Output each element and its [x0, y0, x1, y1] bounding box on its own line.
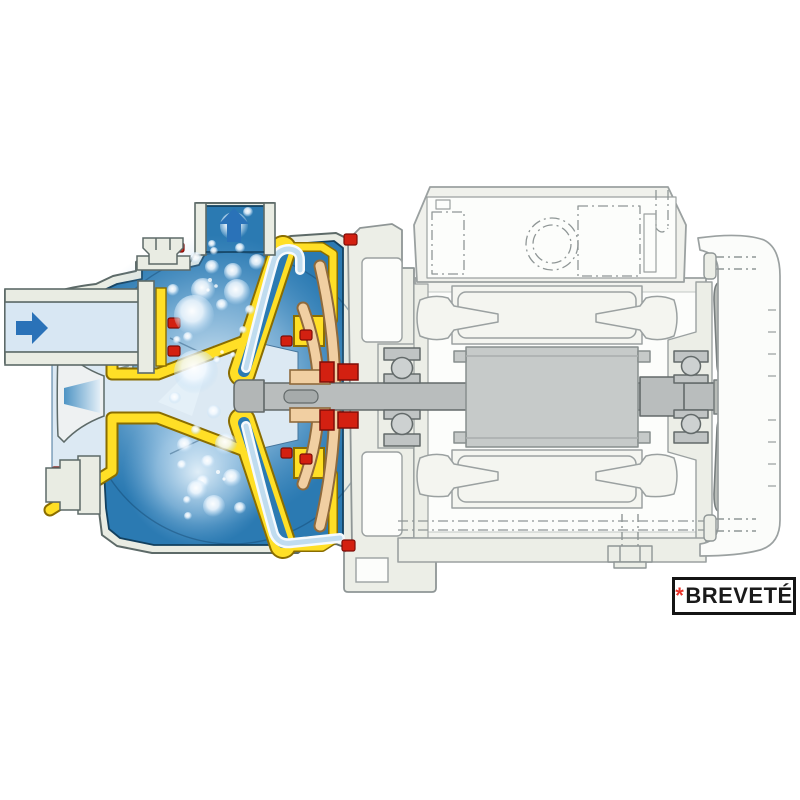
- terminal-box-hidden-parts: [431, 190, 669, 277]
- stator-end-winding-top-right: [595, 295, 678, 341]
- bearing-right: [673, 350, 709, 444]
- shaft-keyway: [283, 389, 319, 404]
- inlet-flange: [137, 280, 155, 374]
- base-bolt: [607, 514, 653, 569]
- impeller-nut: [233, 379, 265, 413]
- drain-plug: [45, 455, 101, 515]
- terminal-clip: [435, 199, 451, 210]
- patent-badge: * BREVETÉ: [672, 577, 796, 615]
- motor-base: [397, 537, 707, 563]
- up-arrow-icon: [219, 208, 249, 242]
- inlet-gasket: [155, 287, 167, 367]
- nozzle-flow-cone: [64, 379, 100, 413]
- priming-plug: [136, 237, 191, 271]
- stator-end-winding-top-left: [416, 295, 499, 341]
- shroud-tie-bolts: [703, 252, 756, 542]
- badge-label: BREVETÉ: [685, 583, 793, 608]
- badge-asterisk: *: [675, 583, 685, 608]
- base-centerlines: [398, 520, 706, 531]
- terminal-panel: [643, 213, 657, 273]
- terminal-box-interior: [426, 196, 677, 279]
- stator-end-winding-bottom-right: [595, 453, 678, 498]
- rotor: [453, 346, 651, 448]
- right-arrow-icon: [16, 312, 48, 344]
- mechanical-seal: [319, 361, 359, 431]
- motor-section: [233, 186, 781, 569]
- adapter-drain-plug: [355, 557, 389, 583]
- stator-end-winding-bottom-left: [416, 453, 499, 498]
- fan-shroud: [697, 234, 781, 557]
- adapter-window-bottom: [361, 451, 403, 537]
- adapter-window-top: [361, 257, 403, 343]
- bearing-left: [383, 347, 421, 447]
- shroud-vents: [768, 309, 776, 487]
- priming-tubes: [241, 243, 345, 549]
- stator: [416, 285, 678, 509]
